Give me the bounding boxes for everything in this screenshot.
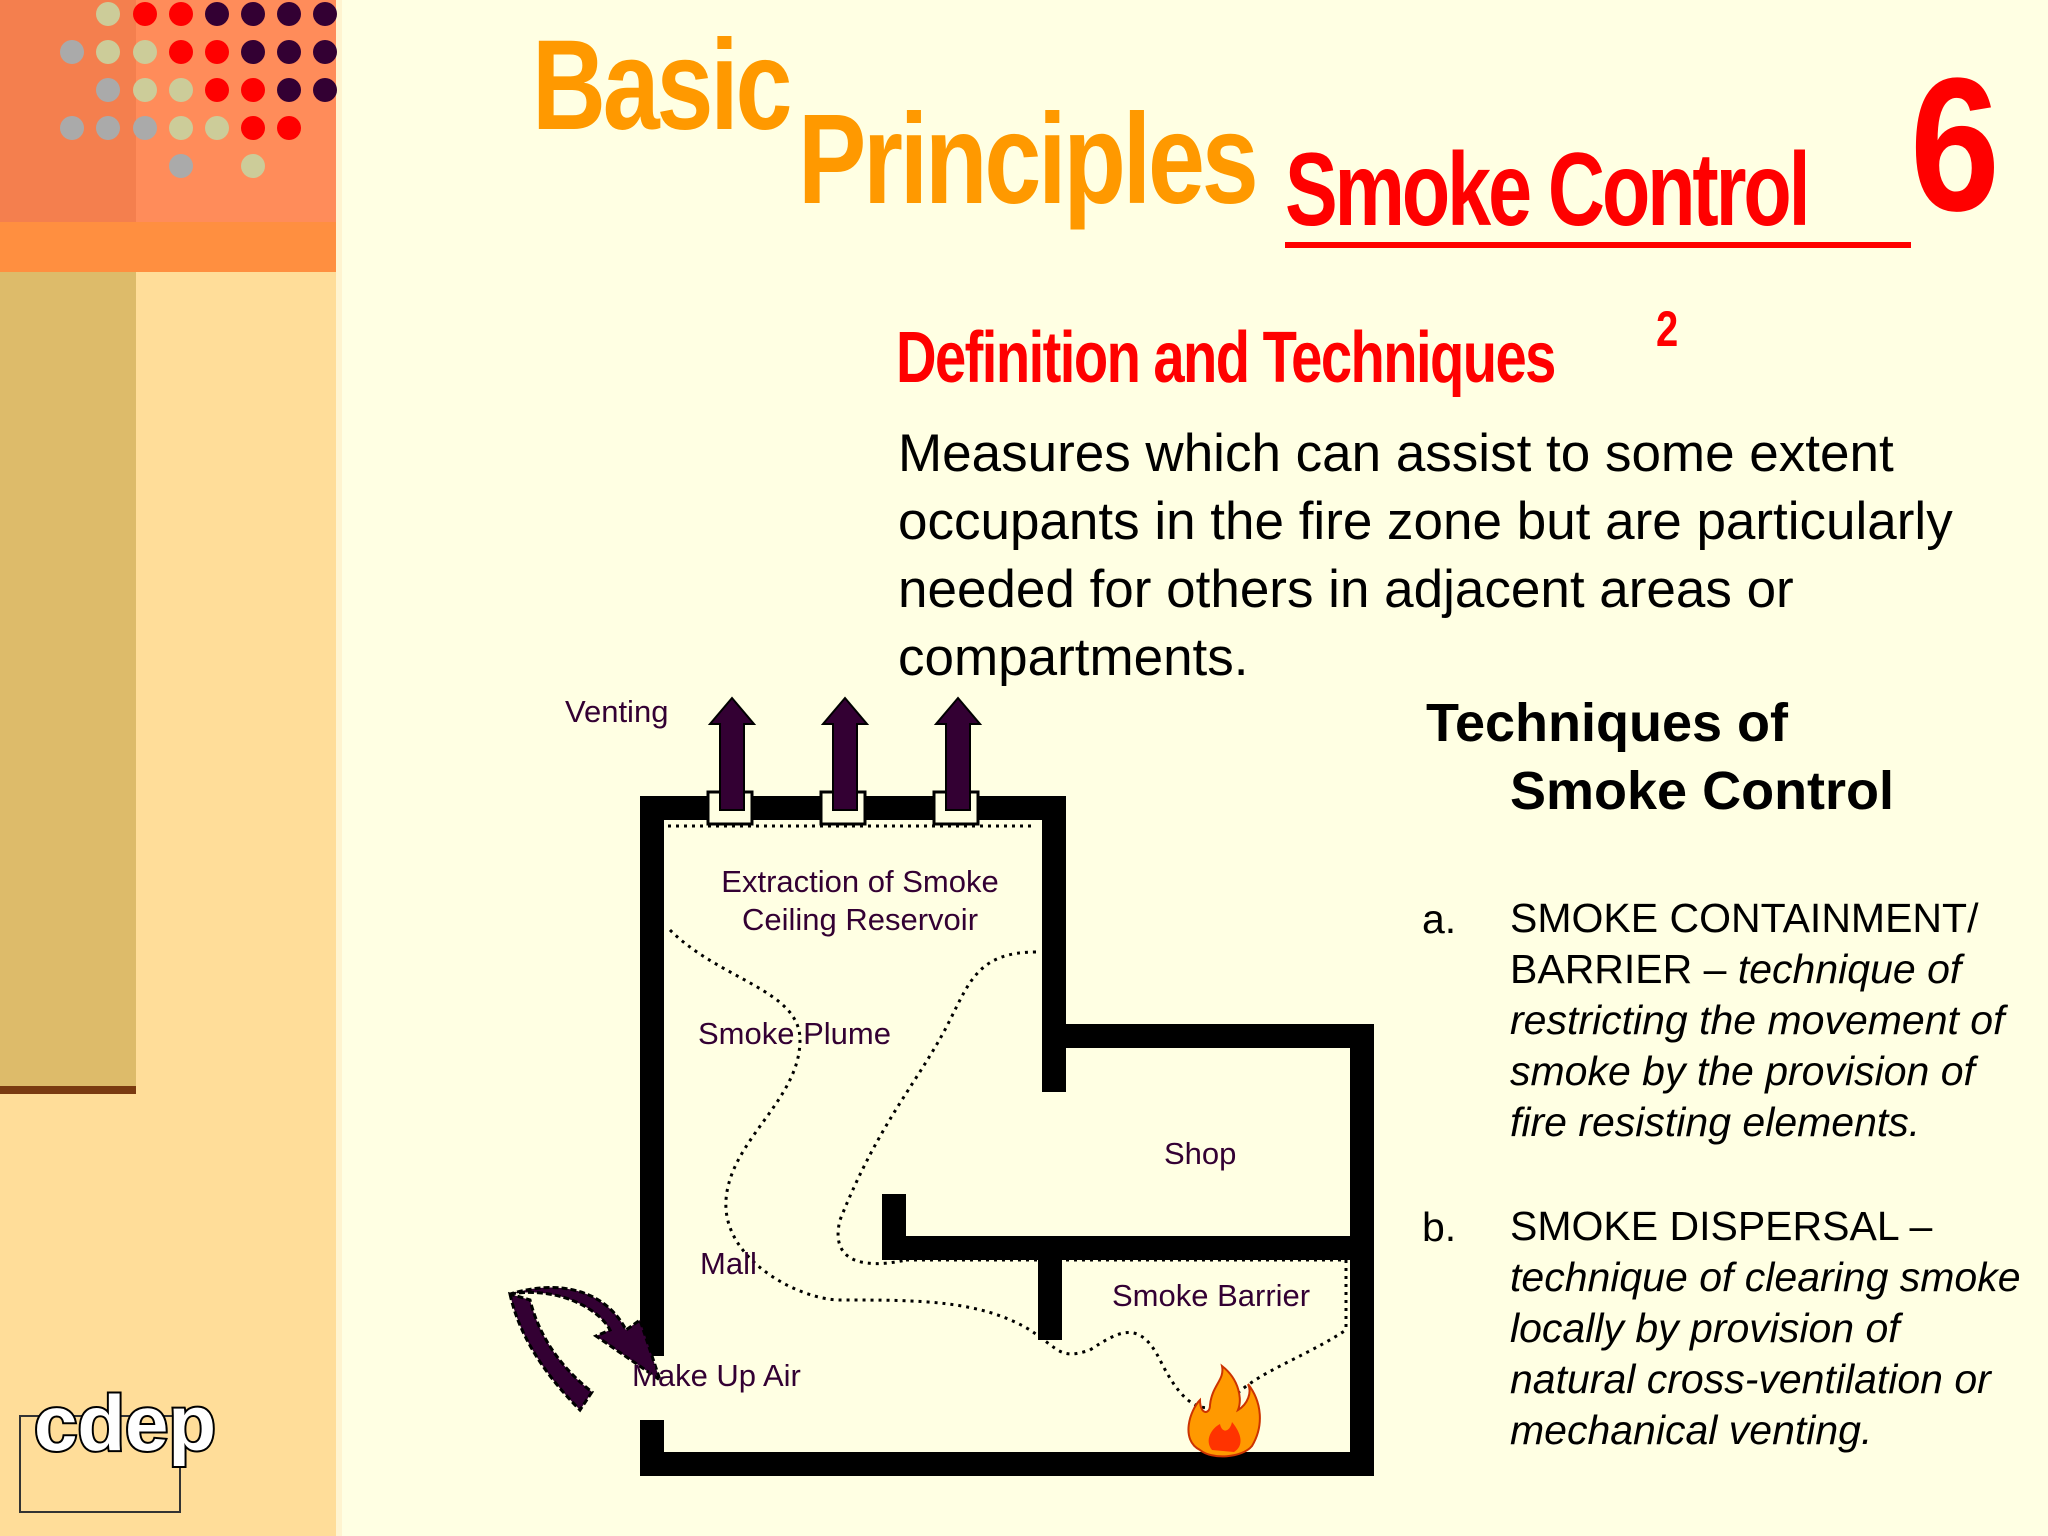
logo-text: cdep [34, 1379, 216, 1467]
up-arrow-icon [820, 696, 870, 811]
label-mall: Mall [700, 1246, 757, 1281]
description-containment: technique of restricting the movement of… [1510, 946, 2005, 1145]
term-dispersal: SMOKE DISPERSAL – [1510, 1203, 1933, 1249]
label-make-up-air: Make Up Air [632, 1358, 801, 1393]
list-item-dispersal: SMOKE DISPERSAL – technique of clearing … [1510, 1201, 2030, 1456]
smoke-control-diagram: Venting Extraction of Smoke Ceiling Rese… [507, 694, 1374, 1476]
decorative-sidebar [0, 0, 342, 1536]
techniques-heading-line2: Smoke Control [1510, 761, 1895, 821]
title-principles: Principles [798, 88, 1259, 231]
section-subtitle: Definition and Techniques [896, 318, 1556, 398]
title-number: 6 [1910, 39, 2000, 251]
make-up-air-arrow-icon [507, 1286, 663, 1413]
label-extraction: Extraction of Smoke [721, 864, 998, 899]
intro-paragraph: Measures which can assist to some extent… [898, 424, 1953, 687]
cdep-logo: cdep [19, 1377, 216, 1513]
title-underline [1285, 242, 1911, 248]
up-arrow-icon [933, 696, 983, 811]
term-containment: SMOKE CONTAINMENT/ BARRIER – [1510, 895, 1979, 992]
fire-icon [1187, 1363, 1261, 1458]
up-arrow-icon [707, 696, 757, 811]
description-dispersal: technique of clearing smoke locally by p… [1510, 1254, 2021, 1453]
title-smoke-control: Smoke Control [1285, 132, 1811, 248]
subtitle-superscript: 2 [1656, 301, 1679, 357]
list-marker-b: b. [1422, 1204, 1457, 1250]
label-shop: Shop [1164, 1136, 1236, 1171]
label-venting: Venting [565, 694, 668, 729]
techniques-heading-line1: Techniques of [1426, 693, 1789, 753]
title-basic: Basic [532, 14, 792, 157]
label-reservoir: Ceiling Reservoir [742, 902, 978, 937]
dot-pattern [60, 2, 337, 178]
label-smoke-plume: Smoke Plume [698, 1016, 891, 1051]
list-item-containment: SMOKE CONTAINMENT/ BARRIER – technique o… [1510, 893, 2030, 1148]
venting-arrows [707, 696, 983, 811]
label-smoke-barrier: Smoke Barrier [1112, 1278, 1310, 1313]
list-marker-a: a. [1422, 896, 1457, 942]
